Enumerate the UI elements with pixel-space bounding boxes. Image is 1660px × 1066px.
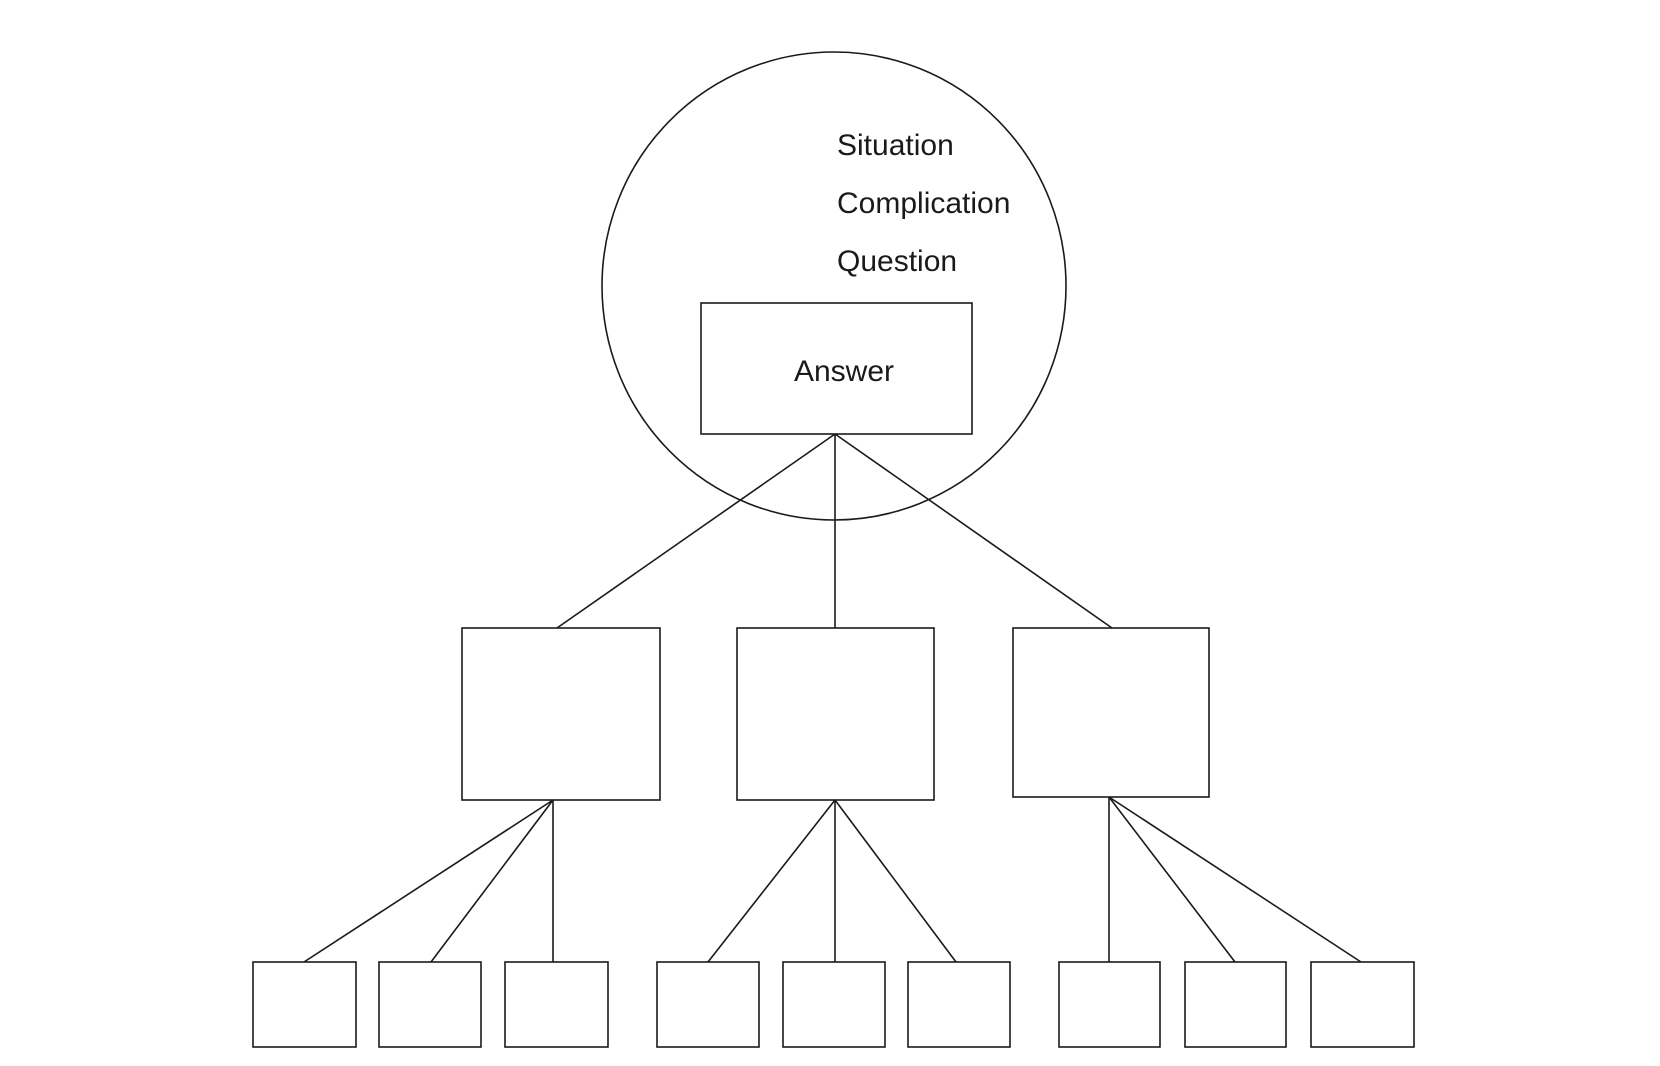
support-box-3	[504, 961, 609, 1048]
key-point-box-3	[1012, 627, 1210, 798]
introduction-circle	[601, 51, 1067, 521]
support-connectors	[303, 796, 1362, 963]
support-box-7	[1058, 961, 1161, 1048]
key-point-box-1	[461, 627, 661, 801]
support-box-4	[656, 961, 760, 1048]
connector-answer-to-point-3	[834, 433, 1113, 629]
intro-situation-label: Situation	[837, 129, 954, 162]
support-box-1	[252, 961, 357, 1048]
key-line-boxes	[461, 627, 1210, 801]
connector-point-2-to-sub-4	[707, 799, 836, 963]
connector-point-3-to-sub-9	[1108, 796, 1362, 963]
key-point-box-2	[736, 627, 935, 801]
support-box-6	[907, 961, 1011, 1048]
support-box-8	[1184, 961, 1287, 1048]
support-box-9	[1310, 961, 1415, 1048]
answer-box	[700, 302, 973, 435]
intro-complication-label: Complication	[837, 187, 1010, 220]
supporting-boxes	[252, 961, 1415, 1048]
support-box-2	[378, 961, 482, 1048]
answer-connectors	[556, 433, 1113, 629]
connector-point-1-to-sub-2	[430, 799, 554, 963]
connector-point-1-to-sub-1	[303, 799, 554, 963]
intro-question-label: Question	[837, 245, 957, 278]
answer-label: Answer	[794, 355, 894, 388]
connector-point-3-to-sub-8	[1108, 796, 1236, 963]
connector-point-2-to-sub-6	[834, 799, 957, 963]
support-box-5	[782, 961, 886, 1048]
connector-answer-to-point-1	[556, 433, 836, 629]
